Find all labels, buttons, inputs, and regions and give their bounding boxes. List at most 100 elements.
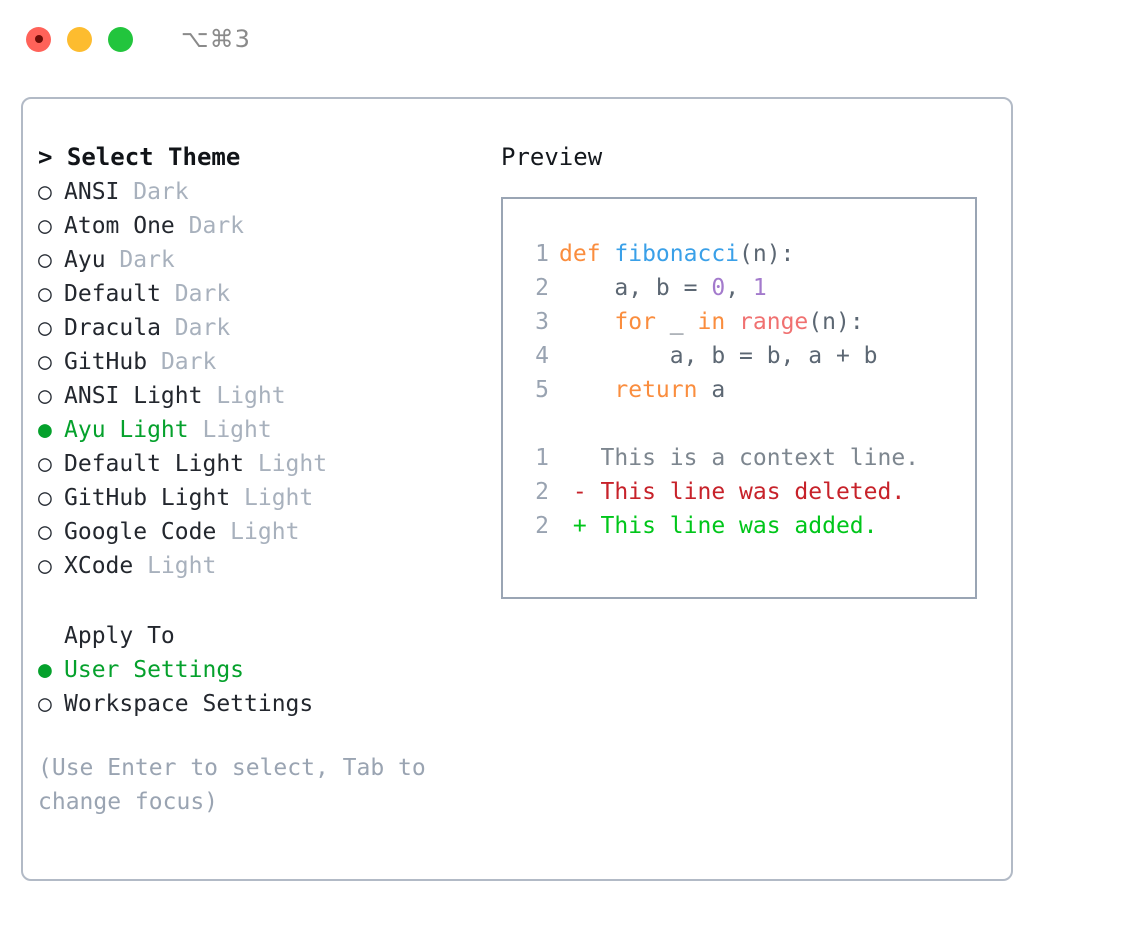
diff-line-number: 1 xyxy=(535,445,549,471)
code-line-number: 1 xyxy=(535,241,549,267)
theme-option-name: Ayu xyxy=(64,247,106,273)
keyboard-shortcut-label: ⌥⌘3 xyxy=(181,25,251,53)
diff-line-text: This line was added. xyxy=(600,513,878,539)
code-token: for xyxy=(559,309,670,335)
theme-option-variant: Light xyxy=(202,383,286,409)
radio-unselected-icon: ○ xyxy=(38,315,52,341)
diff-line-number: 2 xyxy=(535,513,549,539)
theme-option-list: ○ANSI Dark○Atom One Dark○Ayu Dark○Defaul… xyxy=(38,175,478,583)
diff-line-marker: + xyxy=(559,513,601,539)
radio-unselected-icon: ○ xyxy=(38,691,52,717)
code-line: 2 a, b = 0, 1 xyxy=(521,271,975,305)
code-token: , xyxy=(725,275,753,301)
theme-option-name: Google Code xyxy=(64,519,217,545)
code-token: _ xyxy=(669,309,698,335)
keyboard-hint-text: (Use Enter to select, Tab to change focu… xyxy=(38,755,426,815)
code-line-number: 4 xyxy=(535,343,549,369)
theme-option-ayu[interactable]: ○Ayu Dark xyxy=(38,243,478,277)
code-diff-spacer xyxy=(521,407,975,441)
preview-label: Preview xyxy=(501,143,603,171)
diff-line-text: This is a context line. xyxy=(600,445,920,471)
theme-option-variant: Dark xyxy=(160,281,231,307)
theme-option-name: Dracula xyxy=(64,315,161,341)
code-token: fibonacci xyxy=(614,241,740,267)
theme-option-atom-one[interactable]: ○ Atom One Dark xyxy=(38,209,478,243)
theme-option-name: ANSI Light xyxy=(64,383,203,409)
code-token: a xyxy=(711,377,726,403)
radio-unselected-icon: ○ xyxy=(38,247,52,273)
apply-to-option-label: Workspace Settings xyxy=(64,691,314,717)
theme-option-variant: Light xyxy=(188,417,272,443)
theme-option-ayu-light[interactable]: ● Ayu Light Light xyxy=(38,413,478,447)
apply-to-option-user-settings[interactable]: ● User Settings xyxy=(38,653,478,687)
apply-to-section: Apply To ● User Settings ○ Workspace Settin… xyxy=(38,619,478,721)
code-token: (n): xyxy=(739,241,795,267)
theme-selection-column: > Select Theme ○ANSI Dark○Atom One Dark○… xyxy=(38,139,478,819)
radio-unselected-icon: ○ xyxy=(38,519,52,545)
code-line: 3 for _ in range(n): xyxy=(521,305,975,339)
theme-option-name: Default xyxy=(64,281,161,307)
section-title-select-theme: > Select Theme xyxy=(38,143,241,171)
radio-unselected-icon: ○ xyxy=(38,383,52,409)
code-line: 1 def fibonacci(n): xyxy=(521,237,975,271)
radio-unselected-icon: ○ xyxy=(38,349,52,375)
code-token: return xyxy=(559,377,712,403)
code-token: 0 xyxy=(711,275,726,301)
theme-option-variant: Light xyxy=(133,553,217,579)
radio-unselected-icon: ○ xyxy=(38,179,52,205)
diff-sample: 1 This is a context line.2 - This line w… xyxy=(521,441,975,543)
code-token: in xyxy=(697,309,740,335)
code-token: a, b = b, a + b xyxy=(559,343,878,369)
code-token: def xyxy=(559,241,615,267)
code-line: 4 a, b = b, a + b xyxy=(521,339,975,373)
theme-option-name: ANSI xyxy=(64,179,120,205)
radio-unselected-icon: ○ xyxy=(38,281,52,307)
diff-line-del: 2 - This line was deleted. xyxy=(521,475,975,509)
close-button[interactable] xyxy=(26,26,51,52)
theme-option-xcode[interactable]: ○ XCode Light xyxy=(38,549,478,583)
recording-indicator-icon xyxy=(34,35,43,43)
radio-unselected-icon: ○ xyxy=(38,553,52,579)
theme-option-github[interactable]: ○GitHub Dark xyxy=(38,345,478,379)
diff-line-marker: - xyxy=(559,479,601,505)
radio-selected-icon: ● xyxy=(38,417,52,443)
section-title-apply-to: Apply To xyxy=(64,623,175,649)
code-token: range xyxy=(739,309,809,335)
theme-option-default-light[interactable]: ○Default Light Light xyxy=(38,447,478,481)
apply-to-option-workspace-settings[interactable]: ○ Workspace Settings xyxy=(38,687,478,721)
theme-option-ansi[interactable]: ○ ANSI Dark xyxy=(38,175,478,209)
apply-to-option-label: User Settings xyxy=(64,657,245,683)
maximize-button[interactable] xyxy=(108,26,133,52)
theme-option-dracula[interactable]: ○Dracula Dark xyxy=(38,311,478,345)
code-line-number: 3 xyxy=(535,309,549,335)
theme-option-google-code[interactable]: ○ Google Code Light xyxy=(38,515,478,549)
diff-line-add: 2 + This line was added. xyxy=(521,509,975,543)
theme-option-ansi-light[interactable]: ○ ANSI Light Light xyxy=(38,379,478,413)
theme-option-name: Ayu Light xyxy=(64,417,189,443)
minimize-button[interactable] xyxy=(67,26,92,52)
theme-option-name: XCode xyxy=(64,553,134,579)
diff-line-text: This line was deleted. xyxy=(600,479,906,505)
theme-option-variant: Dark xyxy=(119,179,189,205)
window-titlebar: ⌥⌘3 xyxy=(0,0,1140,78)
radio-unselected-icon: ○ xyxy=(38,485,52,511)
theme-option-variant: Light xyxy=(216,519,300,545)
radio-unselected-icon: ○ xyxy=(38,213,52,239)
theme-option-name: Atom One xyxy=(64,213,175,239)
radio-selected-icon: ● xyxy=(38,657,52,683)
theme-option-variant: Dark xyxy=(147,349,217,375)
theme-option-name: Default Light xyxy=(64,451,245,477)
diff-line-ctx: 1 This is a context line. xyxy=(521,441,975,475)
theme-option-variant: Dark xyxy=(174,213,245,239)
code-token: a, b = xyxy=(559,275,712,301)
theme-option-github-light[interactable]: ○GitHub Light Light xyxy=(38,481,478,515)
theme-option-variant: Light xyxy=(244,451,328,477)
theme-option-default[interactable]: ○ Default Dark xyxy=(38,277,478,311)
diff-line-number: 2 xyxy=(535,479,549,505)
code-line: 5 return a xyxy=(521,373,975,407)
code-token: (n): xyxy=(808,309,864,335)
